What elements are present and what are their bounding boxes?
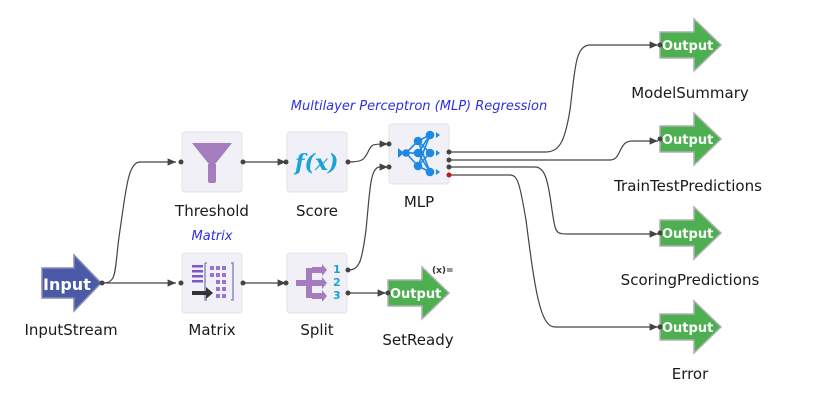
output-badge-text: Output [662, 321, 713, 336]
split-port-3-label: 3 [333, 289, 341, 302]
port-in[interactable] [657, 42, 663, 48]
edge-score-mlp[interactable] [347, 140, 388, 163]
port-in[interactable] [385, 290, 391, 296]
split-icon [296, 264, 327, 302]
port-in[interactable] [178, 159, 184, 165]
edge-mlp-traintest[interactable] [449, 137, 658, 161]
port-in[interactable] [657, 136, 663, 142]
port-out[interactable] [240, 280, 246, 286]
setready-label: SetReady [382, 331, 454, 349]
output-badge-text: Output [662, 39, 713, 54]
mlp-annotation[interactable]: Multilayer Perceptron (MLP) Regression [290, 99, 548, 114]
edge-mlp-modelsummary[interactable] [449, 41, 658, 153]
node-threshold[interactable] [178, 131, 246, 193]
node-scoring[interactable]: Output [657, 205, 723, 261]
node-matrix[interactable] [178, 252, 246, 314]
matrix-label: Matrix [188, 321, 236, 339]
edge-input-threshold[interactable] [102, 158, 176, 284]
output-badge-text: Output [390, 287, 441, 302]
node-setready[interactable]: Output (x)= [385, 265, 454, 321]
port-out-3[interactable] [446, 164, 452, 170]
score-label: Score [295, 202, 339, 220]
scoring-label: ScoringPredictions [620, 271, 760, 289]
split-label: Split [300, 321, 334, 339]
port-in-1[interactable] [386, 141, 392, 147]
connections [102, 41, 658, 331]
threshold-label: Threshold [175, 202, 249, 220]
port-in[interactable] [283, 280, 289, 286]
node-score[interactable]: f(x) [283, 131, 351, 193]
port-in[interactable] [657, 324, 663, 330]
input-label: InputStream [24, 321, 118, 339]
port-out[interactable] [240, 159, 246, 165]
mlp-label: MLP [403, 193, 435, 211]
node-traintest[interactable]: Output [657, 111, 723, 167]
output-badge-text: Output [662, 133, 713, 148]
function-icon: f(x) [293, 150, 338, 176]
node-mlp[interactable] [386, 123, 452, 185]
matrix-icon [192, 262, 234, 301]
matrix-annotation[interactable]: Matrix [191, 229, 233, 244]
edge-mlp-scoring[interactable] [449, 166, 658, 238]
node-modelsummary[interactable]: Output [657, 17, 723, 73]
output-badge-text: Output [662, 227, 713, 242]
port-out[interactable] [345, 159, 351, 165]
edge-mlp-error[interactable] [449, 174, 658, 331]
input-arrow-shape [41, 253, 103, 313]
node-split[interactable]: 1 2 3 [283, 252, 351, 314]
error-label: Error [671, 365, 709, 383]
modelsummary-label: ModelSummary [631, 84, 749, 102]
split-port-2-label: 2 [333, 276, 341, 289]
port-out-error[interactable] [446, 172, 452, 178]
split-port-1-label: 1 [333, 263, 341, 276]
output-arrow-shape [387, 265, 451, 321]
port-in[interactable] [657, 230, 663, 236]
port-in[interactable] [283, 159, 289, 165]
variable-marker-icon: (x)= [432, 266, 454, 276]
input-badge-text: Input [43, 275, 91, 294]
node-input[interactable]: Input [41, 253, 105, 313]
node-error[interactable]: Output [657, 299, 723, 355]
output-arrow-shape [659, 111, 723, 167]
port-out-3[interactable] [345, 290, 351, 296]
neural-network-icon [398, 130, 440, 177]
port-in[interactable] [178, 280, 184, 286]
output-arrow-shape [659, 299, 723, 355]
traintest-label: TrainTestPredictions [614, 177, 762, 195]
output-arrow-shape [659, 205, 723, 261]
port-out-1[interactable] [446, 149, 452, 155]
port-out-2[interactable] [446, 157, 452, 163]
port-in-2[interactable] [386, 164, 392, 170]
edge-split-mlp[interactable] [347, 163, 388, 271]
port-out[interactable] [99, 280, 105, 286]
output-arrow-shape [659, 17, 723, 73]
funnel-icon [192, 143, 232, 183]
port-out-1[interactable] [345, 267, 351, 273]
